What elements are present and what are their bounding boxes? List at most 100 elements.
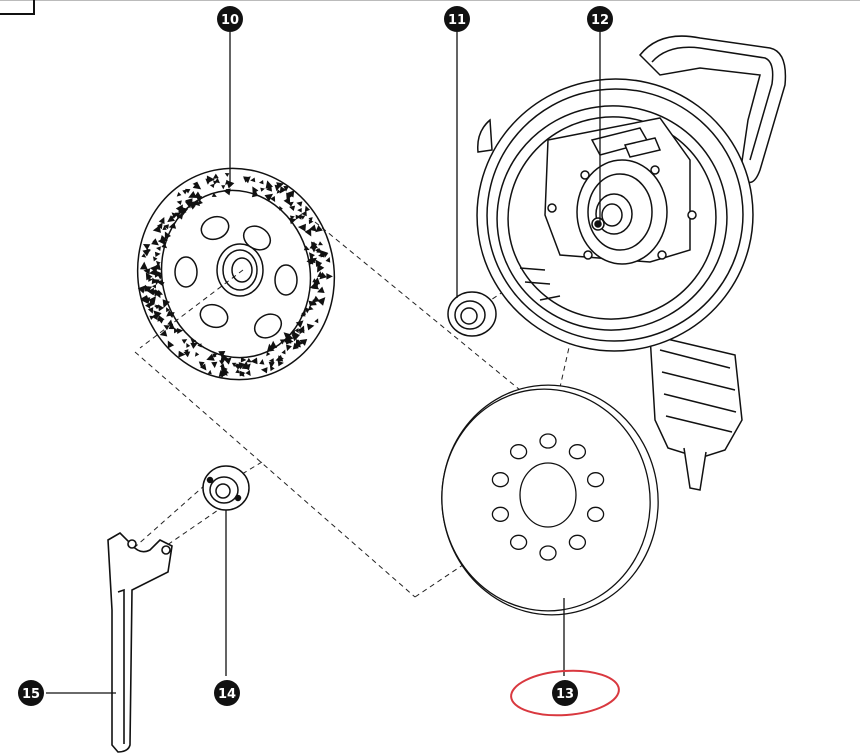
diamond-segment bbox=[168, 322, 175, 330]
diamond-segment bbox=[137, 285, 146, 294]
diamond-segment bbox=[310, 258, 316, 263]
diamond-segment bbox=[241, 361, 250, 370]
callout-14: 14 bbox=[214, 680, 240, 706]
diamond-segment bbox=[289, 205, 296, 211]
diamond-segment bbox=[147, 287, 155, 296]
callout-13-label: 13 bbox=[556, 687, 574, 702]
diamond-segment bbox=[281, 349, 286, 355]
diamond-segment bbox=[143, 268, 151, 275]
diamond-segment bbox=[182, 189, 188, 195]
diamond-segment bbox=[301, 210, 307, 217]
diamond-segment bbox=[308, 252, 315, 259]
diamond-segment bbox=[190, 205, 196, 210]
diamond-segment bbox=[197, 199, 203, 205]
backing-pad-hole bbox=[539, 433, 557, 449]
callout-11-label: 11 bbox=[448, 13, 466, 28]
diamond-segment bbox=[193, 199, 201, 207]
diamond-segment bbox=[297, 223, 306, 232]
angle-grinder-body bbox=[476, 35, 787, 491]
callout-12-label: 12 bbox=[591, 13, 609, 28]
diamond-segment bbox=[181, 339, 188, 344]
diamond-segment bbox=[190, 338, 197, 345]
diamond-segment bbox=[192, 181, 202, 190]
diamond-segment bbox=[156, 279, 163, 286]
diamond-segment bbox=[264, 193, 274, 202]
diamond-segment bbox=[219, 359, 225, 365]
diamond-segment bbox=[258, 180, 264, 185]
diamond-segment bbox=[238, 362, 246, 370]
diamond-segment bbox=[308, 300, 315, 308]
diamond-segment bbox=[151, 312, 159, 321]
diamond-segment bbox=[308, 217, 313, 222]
flange-nut bbox=[202, 465, 250, 511]
diamond-segment bbox=[301, 310, 306, 316]
callout-10: 10 bbox=[217, 6, 243, 32]
diamond-segment bbox=[231, 362, 237, 368]
spanner-wrench bbox=[107, 531, 173, 753]
diamond-segment bbox=[194, 351, 200, 357]
diamond-segment bbox=[145, 302, 151, 309]
diamond-segment bbox=[312, 283, 320, 290]
diamond-segment bbox=[207, 369, 212, 375]
diamond-segment bbox=[315, 225, 323, 233]
diamond-segment bbox=[319, 271, 327, 280]
diamond-segment bbox=[197, 343, 202, 348]
diamond-segment bbox=[326, 273, 333, 280]
diamond-segment bbox=[164, 231, 172, 240]
diamond-segment bbox=[317, 286, 325, 294]
diamond-segment bbox=[139, 261, 148, 270]
diamond-segment bbox=[163, 224, 169, 230]
diamond-segment bbox=[161, 242, 168, 249]
diamond-segment bbox=[176, 200, 182, 206]
diamond-segment bbox=[219, 363, 225, 368]
diamond-segment bbox=[151, 277, 158, 285]
diamond-segment bbox=[145, 247, 151, 254]
diamond-segment bbox=[250, 357, 258, 365]
diamond-segment bbox=[318, 251, 325, 258]
diamond-segment bbox=[162, 225, 167, 230]
diamond-segment bbox=[266, 351, 271, 357]
diamond-segment bbox=[220, 366, 228, 375]
diamond-segment bbox=[149, 300, 155, 307]
diamond-segment bbox=[218, 350, 226, 359]
diamond-segment bbox=[308, 305, 314, 311]
diamond-segment bbox=[183, 351, 191, 358]
callout-13-highlight bbox=[510, 669, 620, 717]
diamond-segment bbox=[286, 192, 293, 200]
diamond-segment bbox=[234, 363, 239, 369]
diamond-segment bbox=[265, 180, 273, 189]
backing-pad-holes bbox=[491, 433, 605, 561]
diamond-segment bbox=[178, 206, 187, 214]
diamond-segment bbox=[317, 297, 326, 306]
diamond-segment bbox=[299, 339, 308, 346]
diamond-segment bbox=[304, 228, 312, 237]
diamond-segment bbox=[198, 361, 205, 368]
diamond-segment bbox=[157, 274, 163, 280]
diamond-segment bbox=[154, 270, 163, 278]
diamond-segment bbox=[270, 196, 276, 203]
diamond-segment bbox=[200, 363, 207, 371]
diamond-segment bbox=[251, 191, 259, 198]
diamond-segment bbox=[250, 177, 256, 183]
diamond-segment bbox=[223, 188, 231, 196]
diamond-segment bbox=[156, 222, 163, 230]
diamond-segment bbox=[212, 173, 219, 179]
diamond-segment bbox=[159, 235, 168, 243]
diamond-segment bbox=[283, 186, 289, 192]
backing-pad bbox=[441, 384, 659, 616]
diamond-segment bbox=[246, 357, 252, 363]
diamond-segment bbox=[158, 217, 165, 225]
diamond-segment bbox=[289, 215, 295, 220]
diamond-segment bbox=[154, 251, 161, 258]
diamond-segment bbox=[147, 307, 154, 314]
diamond-segment bbox=[300, 215, 306, 220]
diamond-segment bbox=[156, 246, 161, 251]
diamond-segment bbox=[206, 353, 215, 361]
backing-pad-hole bbox=[539, 545, 557, 561]
diamond-segment bbox=[260, 367, 268, 374]
diamond-segment bbox=[325, 257, 331, 263]
diamond-segment bbox=[167, 312, 175, 319]
diamond-segment bbox=[224, 172, 230, 177]
diamond-segment bbox=[306, 323, 315, 331]
